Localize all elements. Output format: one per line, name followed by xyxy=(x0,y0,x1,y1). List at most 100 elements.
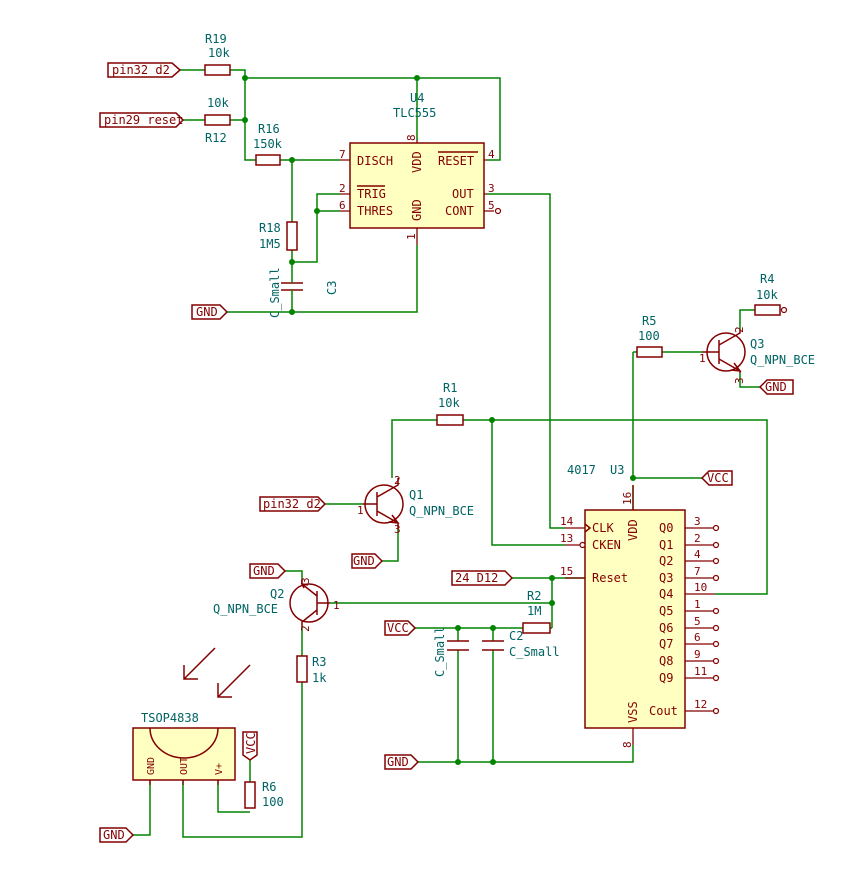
q2-pin-b: 1 xyxy=(333,599,340,612)
global-label-gnd-q2: GND xyxy=(249,563,287,579)
u3-pinnum-9: 9 xyxy=(694,648,701,661)
label-text: VCC xyxy=(707,471,729,485)
tsop-pin-vplus: V+ xyxy=(214,763,225,775)
u3-pin-q2: Q2 xyxy=(659,554,673,568)
u3-pinnum-7: 7 xyxy=(694,565,701,578)
resistor-r6: R6 100 xyxy=(244,780,284,809)
no-connect-marker xyxy=(712,657,720,665)
global-label-pin32-d2-q1: pin32_d2 xyxy=(259,496,327,512)
resistor-r2: R2 1M xyxy=(522,589,551,634)
r3-value: 1k xyxy=(312,671,327,685)
resistor-r16: R16 150k xyxy=(253,122,283,166)
u4-pinnum-5: 5 xyxy=(488,199,495,212)
u3-pin-q7: Q7 xyxy=(659,637,673,651)
u3-pin-cken: CKEN xyxy=(592,538,621,552)
u3-pin-clk: CLK xyxy=(592,521,614,535)
label-text: GND xyxy=(196,305,218,319)
u4-pin-out: OUT xyxy=(452,187,474,201)
label-text: VCC xyxy=(387,621,409,635)
r1-ref: R1 xyxy=(443,381,457,395)
label-text: GND xyxy=(253,564,275,578)
label-text: pin29_reset xyxy=(104,113,183,127)
global-label-24-d12: 24_D12 xyxy=(451,570,514,586)
resistor-r12: 10k R12 xyxy=(204,96,231,145)
r19-ref: R19 xyxy=(205,32,227,46)
r5-value: 100 xyxy=(638,329,660,343)
q1-pin-b: 1 xyxy=(357,504,364,517)
global-label-gnd-tsop: GND xyxy=(99,827,135,843)
u3-pinnum-11: 11 xyxy=(694,665,707,678)
tsop-pin-out: OUT xyxy=(179,757,190,775)
u3-pin-q4: Q4 xyxy=(659,587,673,601)
u3-pin-q9: Q9 xyxy=(659,671,673,685)
u3-pinnum-4: 4 xyxy=(694,548,701,561)
u4-value: TLC555 xyxy=(393,106,436,120)
u3-pinnum-14: 14 xyxy=(560,515,574,528)
tsop-value: TSOP4838 xyxy=(141,711,199,725)
u4-pinnum-6: 6 xyxy=(339,199,346,212)
u3-pin-q6: Q6 xyxy=(659,621,673,635)
u4-pin-reset: RESET xyxy=(438,154,474,168)
q1-pin-e: 3 xyxy=(394,523,401,536)
ir-light-arrows-icon xyxy=(183,647,251,698)
global-label-gnd-q3: GND xyxy=(758,379,794,395)
global-label-gnd-caps: GND xyxy=(384,754,420,770)
u3-pinnum-13: 13 xyxy=(560,532,573,545)
u3-pin-q8: Q8 xyxy=(659,654,673,668)
q3-pin-e: 3 xyxy=(733,377,746,384)
u3-pin-reset: Reset xyxy=(592,571,628,585)
q2-pin-c: 2 xyxy=(299,625,312,632)
u4-pin-thres: THRES xyxy=(357,204,393,218)
global-label-vcc-caps: VCC xyxy=(384,620,417,636)
r12-ref: R12 xyxy=(205,131,227,145)
no-connect-marker xyxy=(712,574,720,582)
u4-pinnum-1: 1 xyxy=(405,233,418,240)
global-label-vcc-tsop: VCC xyxy=(242,731,258,761)
r1-value: 10k xyxy=(438,396,460,410)
q1-pin-c: 2 xyxy=(394,474,401,487)
capacitor-c2: C2 C_Small xyxy=(482,629,560,659)
r18-ref: R18 xyxy=(259,221,281,235)
u4-pinnum-4: 4 xyxy=(488,148,495,161)
label-text: pin32_d2 xyxy=(263,497,321,511)
q1-value: Q_NPN_BCE xyxy=(409,504,474,518)
u3-pin-vss: VSS xyxy=(626,701,640,723)
u3-pin-vdd: VDD xyxy=(626,519,640,541)
u3-pinnum-6: 6 xyxy=(694,631,701,644)
u3-pinnum-1: 1 xyxy=(694,598,701,611)
label-text: GND xyxy=(387,755,409,769)
u3-pinnum-5: 5 xyxy=(694,615,701,628)
tsop-pin-gnd: GND xyxy=(146,757,157,775)
u4-pinnum-3: 3 xyxy=(488,182,495,195)
q2-ref: Q2 xyxy=(270,587,284,601)
u4-pin-trig: TRIG xyxy=(357,187,386,201)
no-connect-marker xyxy=(712,607,720,615)
label-text: 24_D12 xyxy=(455,571,498,585)
c3-value: C_Small xyxy=(268,267,282,318)
u3-pin-q0: Q0 xyxy=(659,521,673,535)
u3-pinnum-10: 10 xyxy=(694,581,707,594)
no-connect-marker xyxy=(712,707,720,715)
capacitor-c1: C_Small xyxy=(433,626,469,677)
r4-ref: R4 xyxy=(760,272,774,286)
transistor-q1: 1 2 3 Q1 Q_NPN_BCE xyxy=(357,474,474,536)
q2-pin-e: 3 xyxy=(299,577,312,584)
r6-ref: R6 xyxy=(262,780,276,794)
u4-pin-vdd: VDD xyxy=(410,151,424,173)
no-connect-marker xyxy=(712,524,720,532)
r3-ref: R3 xyxy=(312,655,326,669)
no-connect-marker xyxy=(712,624,720,632)
u3-pin-q1: Q1 xyxy=(659,538,673,552)
resistor-r4: R4 10k xyxy=(754,272,788,316)
c3-ref: C3 xyxy=(325,281,339,295)
u3-pin-q5: Q5 xyxy=(659,604,673,618)
u3-pin-cout: Cout xyxy=(649,704,678,718)
label-text: VCC xyxy=(244,732,258,754)
r4-value: 10k xyxy=(756,288,778,302)
u3-pinnum-12: 12 xyxy=(694,698,707,711)
no-connect-marker xyxy=(712,557,720,565)
u3-pinnum-vdd: 16 xyxy=(621,492,634,505)
junctions xyxy=(242,75,636,765)
